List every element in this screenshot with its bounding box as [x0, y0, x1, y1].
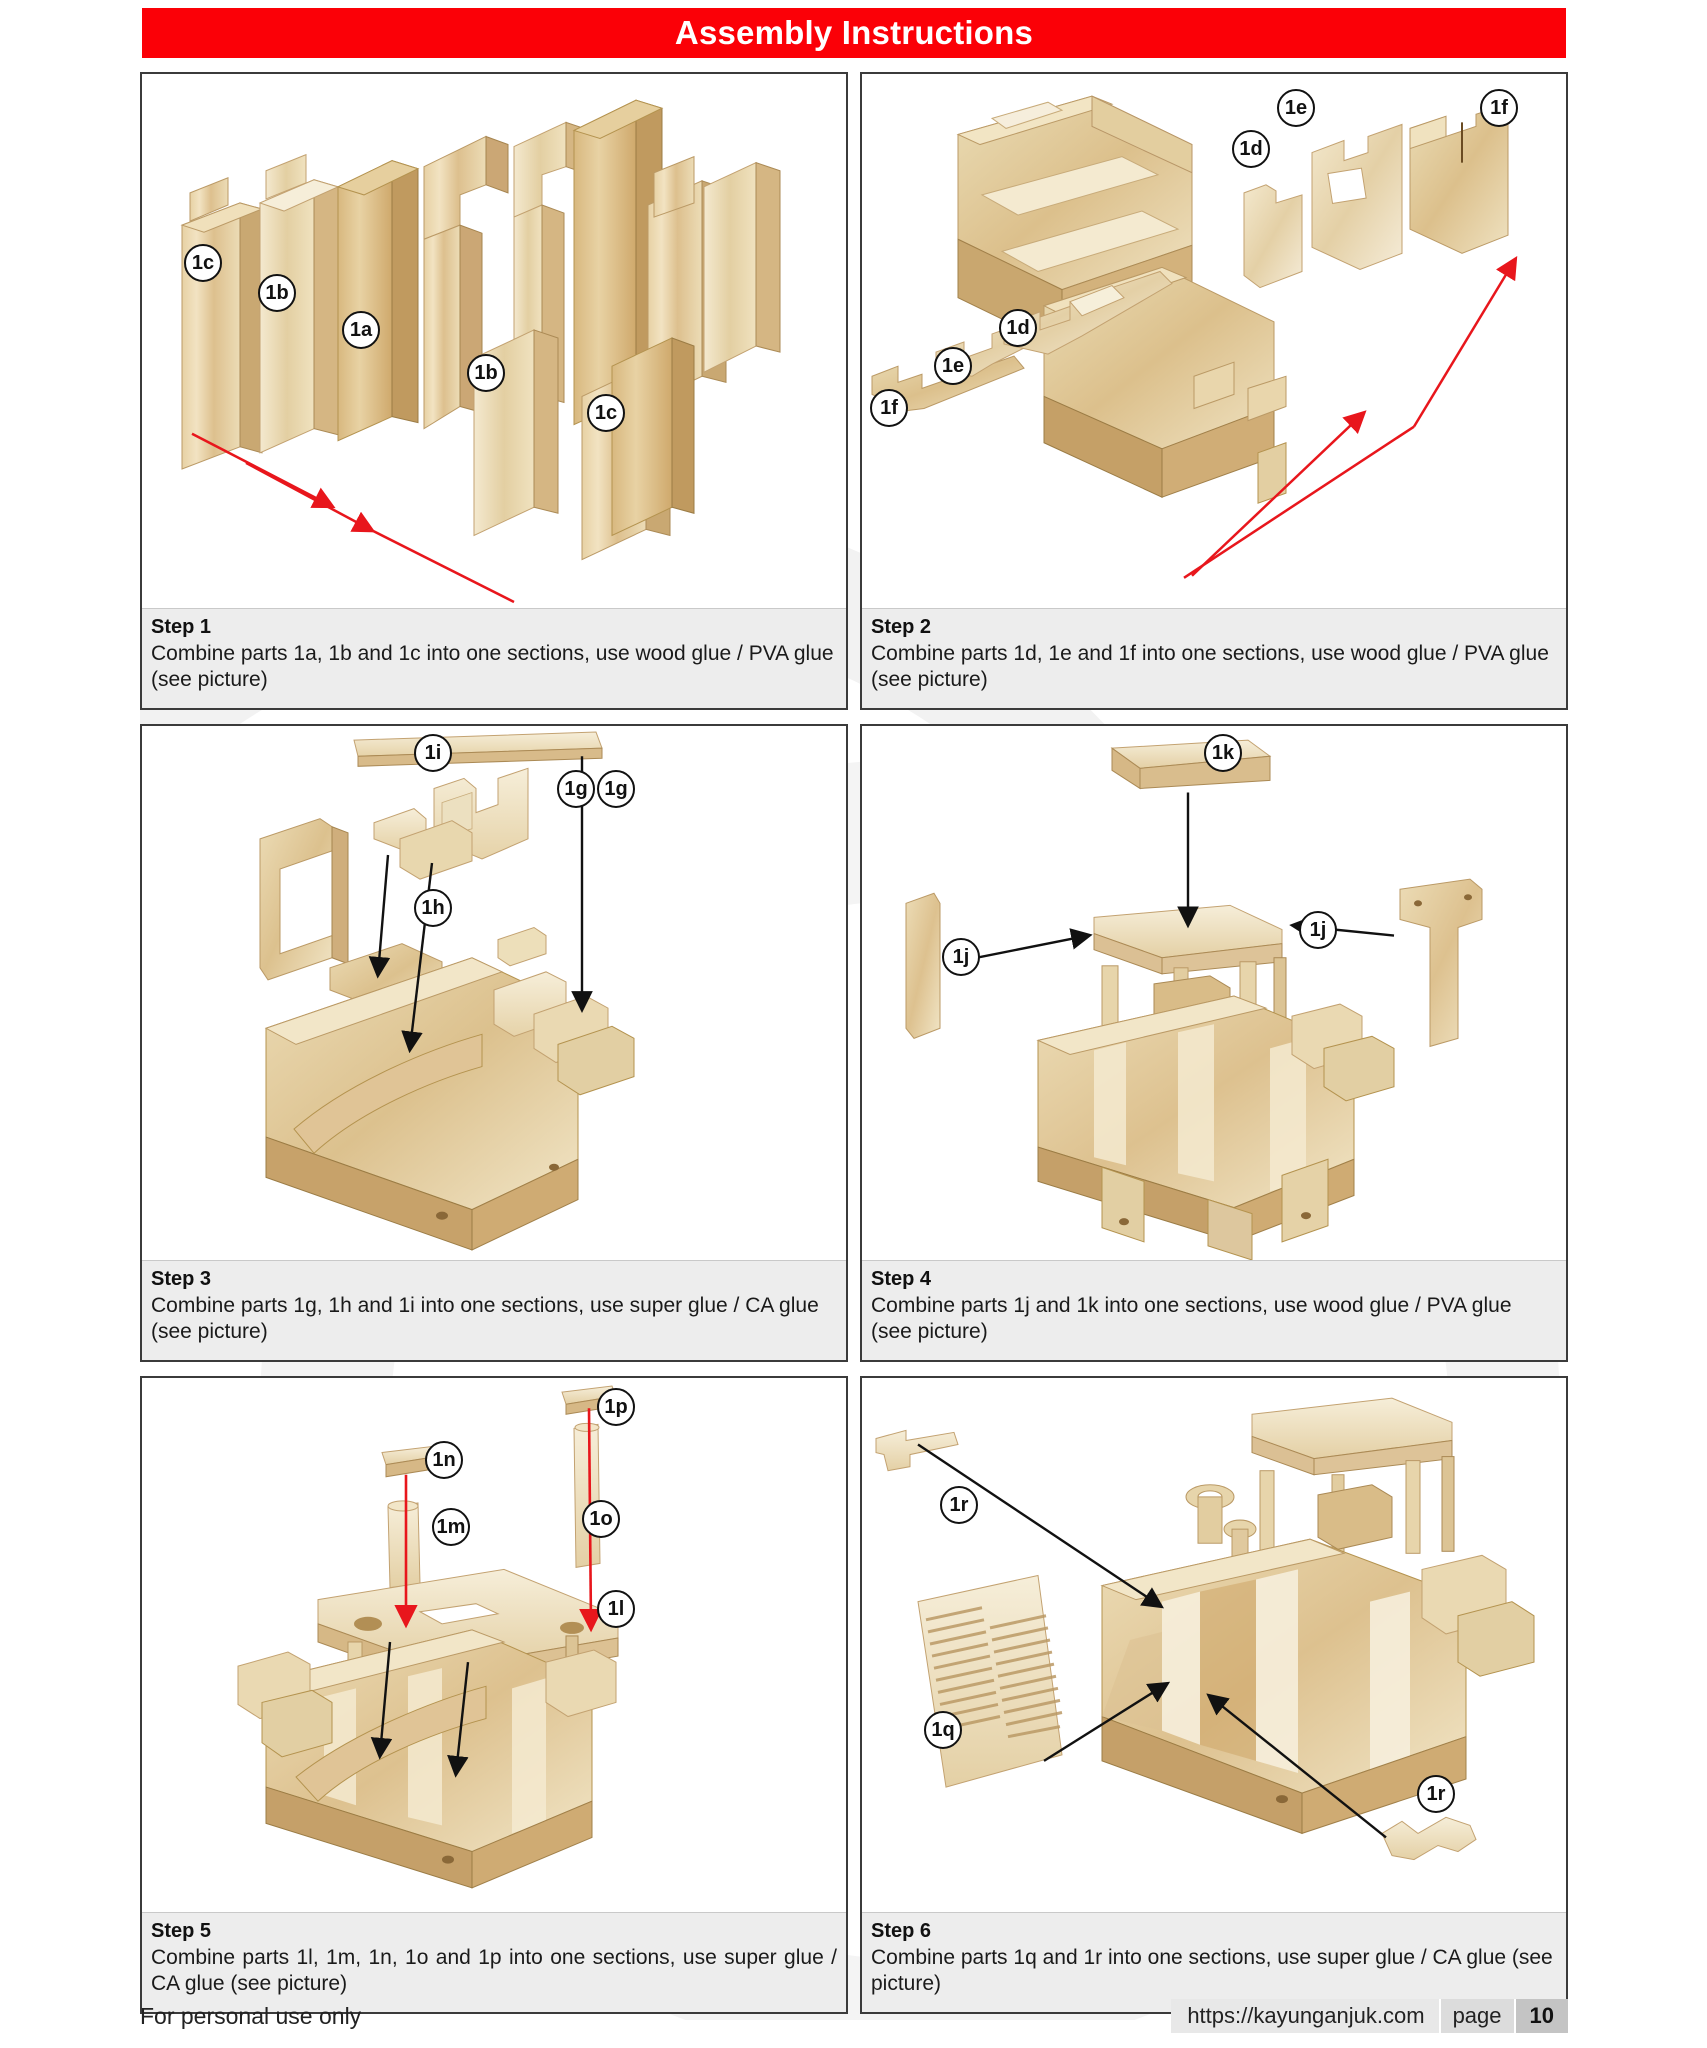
step-2-text: Combine parts 1d, 1e and 1f into one sec…	[871, 642, 1549, 691]
step-4-text: Combine parts 1j and 1k into one section…	[871, 1294, 1512, 1343]
step-5-caption: Step 5 Combine parts 1l, 1m, 1n, 1o and …	[142, 1912, 846, 2012]
page-title: Assembly Instructions	[674, 14, 1034, 51]
step-4-caption: Step 4 Combine parts 1j and 1k into one …	[862, 1260, 1566, 1360]
step-6-figure: 1r 1q 1r	[862, 1378, 1566, 1912]
step-6-text: Combine parts 1q and 1r into one section…	[871, 1946, 1553, 1995]
part-label-1r: 1r	[940, 1486, 978, 1524]
part-label-1r-2: 1r	[1417, 1775, 1455, 1813]
step-1-text: Combine parts 1a, 1b and 1c into one sec…	[151, 642, 834, 691]
part-label-1n: 1n	[425, 1441, 463, 1479]
part-label-1d-2: 1d	[999, 309, 1037, 347]
part-label-1q: 1q	[924, 1711, 962, 1749]
step-1-caption: Step 1 Combine parts 1a, 1b and 1c into …	[142, 608, 846, 708]
part-label-1o: 1o	[582, 1500, 620, 1538]
page-header-banner: Assembly Instructions	[142, 8, 1566, 58]
step-4-figure: 1k 1j 1j	[862, 726, 1566, 1260]
part-label-1h: 1h	[414, 889, 452, 927]
part-label-1p: 1p	[597, 1388, 635, 1426]
part-label-1f: 1f	[1480, 89, 1518, 127]
part-label-1j-2: 1j	[1299, 911, 1337, 949]
part-label-1a: 1a	[342, 311, 380, 349]
step-3-title: Step 3	[151, 1268, 212, 1290]
steps-grid: 1c 1b 1a 1b 1c Step 1 Combine parts 1a, …	[140, 72, 1568, 2014]
step-5-title: Step 5	[151, 1920, 212, 1942]
step-panel-5: 1p 1n 1o 1m 1l Step 5 Combine parts 1l, …	[140, 1376, 848, 2014]
part-label-1j: 1j	[942, 938, 980, 976]
part-label-1b-2: 1b	[467, 354, 505, 392]
step-6-title: Step 6	[871, 1920, 932, 1942]
step-3-text: Combine parts 1g, 1h and 1i into one sec…	[151, 1294, 819, 1343]
page-label: page	[1438, 1999, 1514, 2033]
step-panel-3: 1i 1g 1g 1h Step 3 Combine parts 1g, 1h …	[140, 724, 848, 1362]
part-label-1c-2: 1c	[587, 394, 625, 432]
footer-meta: https://kayunganjuk.com page 10	[1171, 1999, 1568, 2033]
part-label-1e: 1e	[1277, 89, 1315, 127]
step-2-caption: Step 2 Combine parts 1d, 1e and 1f into …	[862, 608, 1566, 708]
personal-use-notice: For personal use only	[140, 2002, 362, 2029]
step-2-figure: 1e 1f 1d 1d 1e 1f	[862, 74, 1566, 608]
step-5-figure: 1p 1n 1o 1m 1l	[142, 1378, 846, 1912]
step-3-figure: 1i 1g 1g 1h	[142, 726, 846, 1260]
part-label-1g-2: 1g	[597, 770, 635, 808]
part-label-1g: 1g	[557, 770, 595, 808]
part-label-1d: 1d	[1232, 130, 1270, 168]
part-label-1e-2: 1e	[934, 347, 972, 385]
step-panel-4: 1k 1j 1j Step 4 Combine parts 1j and 1k …	[860, 724, 1568, 1362]
step-panel-6: 1r 1q 1r Step 6 Combine parts 1q and 1r …	[860, 1376, 1568, 2014]
step-2-title: Step 2	[871, 616, 932, 638]
part-label-1k: 1k	[1204, 734, 1242, 772]
part-label-1f-2: 1f	[870, 389, 908, 427]
part-label-1l: 1l	[597, 1590, 635, 1628]
page-footer: For personal use only https://kayunganju…	[140, 1994, 1568, 2038]
part-label-1m: 1m	[432, 1508, 470, 1546]
step-4-title: Step 4	[871, 1268, 932, 1290]
step-1-figure: 1c 1b 1a 1b 1c	[142, 74, 846, 608]
step-panel-2: 1e 1f 1d 1d 1e 1f Step 2 Combine parts 1…	[860, 72, 1568, 710]
step-6-caption: Step 6 Combine parts 1q and 1r into one …	[862, 1912, 1566, 2012]
part-label-1c: 1c	[184, 244, 222, 282]
site-url: https://kayunganjuk.com	[1171, 1999, 1439, 2033]
step-panel-1: 1c 1b 1a 1b 1c Step 1 Combine parts 1a, …	[140, 72, 848, 710]
part-label-1b: 1b	[258, 274, 296, 312]
part-label-1i: 1i	[414, 734, 452, 772]
step-5-text: Combine parts 1l, 1m, 1n, 1o and 1p into…	[151, 1946, 837, 1995]
step-3-caption: Step 3 Combine parts 1g, 1h and 1i into …	[142, 1260, 846, 1360]
step-1-title: Step 1	[151, 616, 212, 638]
page-number: 10	[1513, 1999, 1568, 2033]
